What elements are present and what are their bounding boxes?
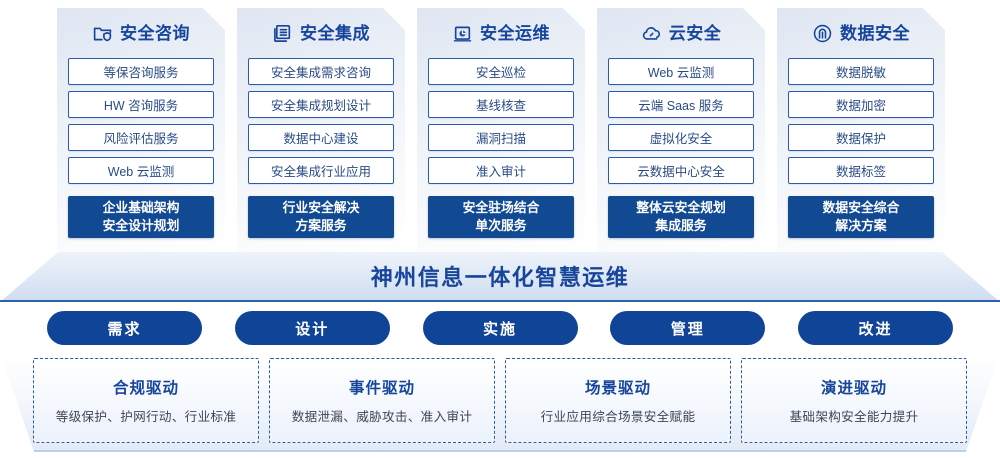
- column-highlight-card[interactable]: 行业安全解决 方案服务: [248, 196, 394, 238]
- column-items: Web 云监测 云端 Saas 服务 虚拟化安全 云数据中心安全 整体云安全规划…: [608, 58, 754, 238]
- column-items: 等保咨询服务 HW 咨询服务 风险评估服务 Web 云监测 企业基础架构 安全设…: [68, 58, 214, 238]
- capability-column-security-operations[interactable]: 安全运维 安全巡检 基线核查 漏洞扫描 准入审计 安全驻场结合 单次服务: [417, 8, 585, 252]
- capability-column-security-integration[interactable]: 安全集成 安全集成需求咨询 安全集成规划设计 数据中心建设 安全集成行业应用 行…: [237, 8, 405, 252]
- column-header: 安全集成: [248, 8, 394, 58]
- fingerprint-icon: [812, 23, 833, 44]
- service-item[interactable]: 等保咨询服务: [68, 58, 214, 85]
- column-title: 安全运维: [480, 23, 550, 43]
- service-item[interactable]: 云数据中心安全: [608, 157, 754, 184]
- capability-column-data-security[interactable]: 数据安全 数据脱敏 数据加密 数据保护 数据标签 数据安全综合 解决方案: [777, 8, 945, 252]
- column-items: 安全巡检 基线核查 漏洞扫描 准入审计 安全驻场结合 单次服务: [428, 58, 574, 238]
- driver-panel-evolution[interactable]: 演进驱动 基础架构安全能力提升: [741, 358, 967, 443]
- driver-panels: 合规驱动 等级保护、护网行动、行业标准 事件驱动 数据泄漏、威胁攻击、准入审计 …: [33, 358, 967, 443]
- stage-pill-requirement[interactable]: 需求: [47, 311, 202, 345]
- capability-column-security-consulting[interactable]: 安全咨询 等保咨询服务 HW 咨询服务 风险评估服务 Web 云监测 企业基础架…: [57, 8, 225, 252]
- column-title: 安全集成: [300, 23, 370, 43]
- service-item[interactable]: Web 云监测: [608, 58, 754, 85]
- driver-panel-scenario[interactable]: 场景驱动 行业应用综合场景安全赋能: [505, 358, 731, 443]
- column-title: 安全咨询: [120, 23, 190, 43]
- column-header: 安全运维: [428, 8, 574, 58]
- driver-title: 合规驱动: [112, 380, 179, 397]
- column-header: 安全咨询: [68, 8, 214, 58]
- service-item[interactable]: 风险评估服务: [68, 124, 214, 151]
- service-item[interactable]: 漏洞扫描: [428, 124, 574, 151]
- service-item[interactable]: 数据中心建设: [248, 124, 394, 151]
- highlight-line: 整体云安全规划: [636, 199, 726, 215]
- highlight-line: 方案服务: [295, 218, 347, 233]
- service-item[interactable]: 安全集成需求咨询: [248, 58, 394, 85]
- lifecycle-stages: 需求 设计 实施 管理 改进: [47, 311, 953, 345]
- driver-panel-incident[interactable]: 事件驱动 数据泄漏、威胁攻击、准入审计: [269, 358, 495, 443]
- driver-panel-compliance[interactable]: 合规驱动 等级保护、护网行动、行业标准: [33, 358, 259, 443]
- stage-pill-management[interactable]: 管理: [610, 311, 766, 345]
- service-item[interactable]: 数据加密: [788, 91, 934, 118]
- service-item[interactable]: 安全巡检: [428, 58, 574, 85]
- service-item[interactable]: HW 咨询服务: [68, 91, 214, 118]
- document-stack-icon: [272, 23, 293, 44]
- service-item[interactable]: 数据脱敏: [788, 58, 934, 85]
- service-item[interactable]: 数据标签: [788, 157, 934, 184]
- highlight-line: 单次服务: [475, 218, 527, 233]
- platform-banner: 神州信息一体化智慧运维: [0, 252, 1000, 302]
- service-item[interactable]: Web 云监测: [68, 157, 214, 184]
- column-title: 数据安全: [840, 23, 910, 43]
- highlight-line: 解决方案: [835, 218, 887, 233]
- driver-title: 事件驱动: [348, 380, 415, 397]
- drivers-baseline: [34, 450, 966, 452]
- monitor-chart-icon: [452, 23, 473, 44]
- column-header: 云安全: [608, 8, 754, 58]
- column-highlight-card[interactable]: 安全驻场结合 单次服务: [428, 196, 574, 238]
- column-title: 云安全: [668, 23, 722, 43]
- highlight-line: 安全设计规划: [102, 218, 180, 233]
- driver-title: 场景驱动: [584, 380, 651, 397]
- folder-shield-icon: [92, 23, 113, 44]
- platform-banner-title: 神州信息一体化智慧运维: [370, 265, 630, 290]
- column-items: 安全集成需求咨询 安全集成规划设计 数据中心建设 安全集成行业应用 行业安全解决…: [248, 58, 394, 238]
- service-item[interactable]: 准入审计: [428, 157, 574, 184]
- highlight-line: 数据安全综合: [822, 199, 900, 215]
- capability-columns: 安全咨询 等保咨询服务 HW 咨询服务 风险评估服务 Web 云监测 企业基础架…: [57, 8, 945, 252]
- driver-description: 基础架构安全能力提升: [789, 410, 919, 424]
- service-item[interactable]: 数据保护: [788, 124, 934, 151]
- stage-pill-implementation[interactable]: 实施: [422, 311, 578, 345]
- column-highlight-card[interactable]: 数据安全综合 解决方案: [788, 196, 934, 238]
- cloud-icon: [641, 23, 662, 44]
- stage-pill-improvement[interactable]: 改进: [798, 311, 953, 345]
- column-highlight-card[interactable]: 整体云安全规划 集成服务: [608, 196, 754, 238]
- driver-title: 演进驱动: [820, 380, 887, 397]
- service-item[interactable]: 基线核查: [428, 91, 574, 118]
- service-item[interactable]: 云端 Saas 服务: [608, 91, 754, 118]
- capability-column-cloud-security[interactable]: 云安全 Web 云监测 云端 Saas 服务 虚拟化安全 云数据中心安全 整体云…: [597, 8, 765, 252]
- highlight-line: 企业基础架构: [102, 199, 180, 215]
- driver-description: 数据泄漏、威胁攻击、准入审计: [291, 410, 473, 424]
- stage-pill-design[interactable]: 设计: [234, 311, 390, 345]
- column-items: 数据脱敏 数据加密 数据保护 数据标签 数据安全综合 解决方案: [788, 58, 934, 238]
- highlight-line: 集成服务: [655, 218, 707, 233]
- service-item[interactable]: 安全集成规划设计: [248, 91, 394, 118]
- service-item[interactable]: 安全集成行业应用: [248, 157, 394, 184]
- column-highlight-card[interactable]: 企业基础架构 安全设计规划: [68, 196, 214, 238]
- service-item[interactable]: 虚拟化安全: [608, 124, 754, 151]
- column-header: 数据安全: [788, 8, 934, 58]
- banner-baseline: [0, 300, 1000, 302]
- driver-description: 等级保护、护网行动、行业标准: [55, 410, 237, 424]
- highlight-line: 行业安全解决: [282, 199, 360, 215]
- highlight-line: 安全驻场结合: [462, 199, 540, 215]
- driver-description: 行业应用综合场景安全赋能: [540, 410, 696, 424]
